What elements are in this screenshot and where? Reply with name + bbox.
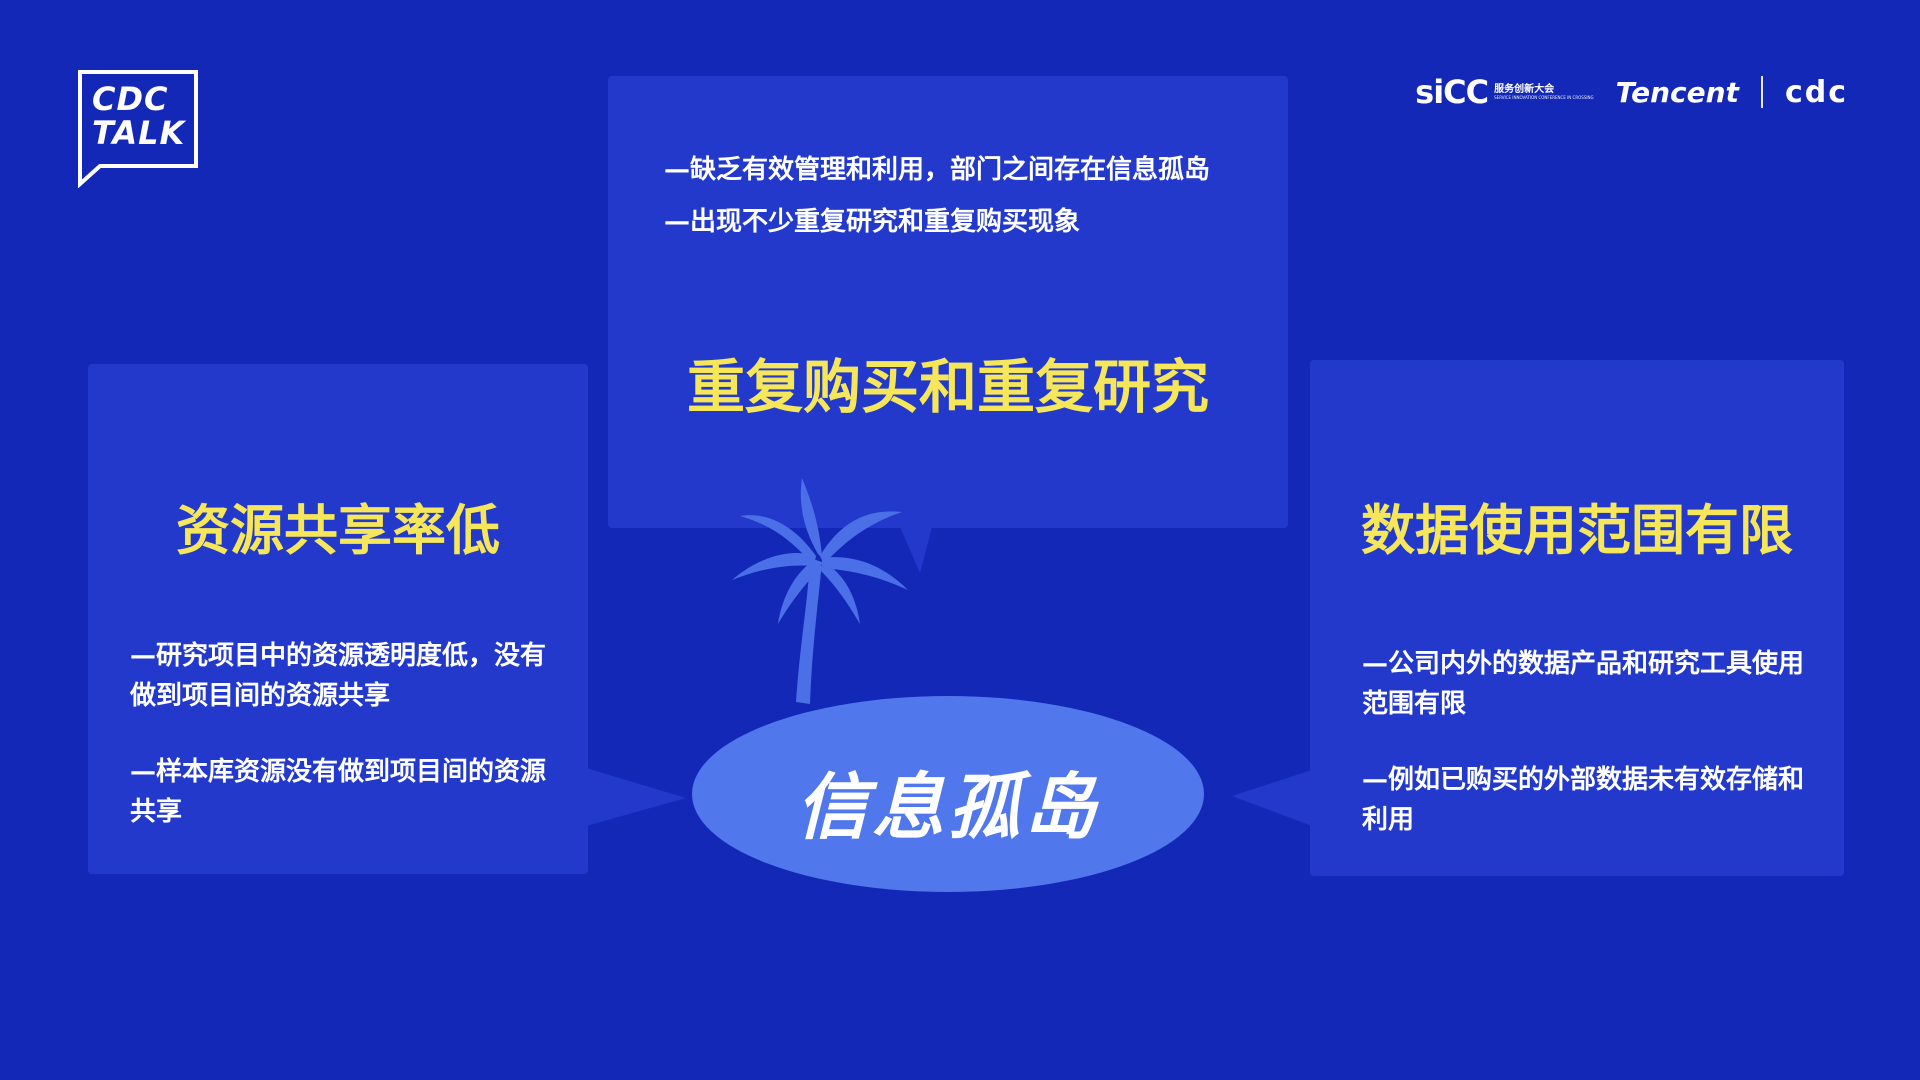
top-bullet-1: —缺乏有效管理和利用，部门之间存在信息孤岛: [664, 155, 1211, 185]
left-bullet-2: —样本库资源没有做到项目间的资源共享: [130, 757, 547, 827]
left-bullet-1: —研究项目中的资源透明度低，没有做到项目间的资源共享: [130, 641, 547, 711]
left-panel-pointer: [586, 768, 686, 826]
left-panel-title: 资源共享率低: [176, 499, 500, 562]
island-label: 信息孤岛: [795, 765, 1100, 849]
sicc-logo: siCC 服务创新大会 SERVICE INNOVATION CONFERENC…: [1415, 73, 1593, 111]
logo-divider: [1760, 76, 1763, 108]
right-bullet-2: —例如已购买的外部数据未有效存储和利用: [1362, 765, 1805, 835]
island-ellipse: [692, 696, 1204, 892]
sicc-cn: 服务创新大会: [1494, 83, 1555, 95]
left-panel: [88, 364, 588, 874]
cdc-logo: cdc: [1784, 74, 1848, 110]
partner-logos: siCC 服务创新大会 SERVICE INNOVATION CONFERENC…: [1415, 72, 1848, 112]
top-panel-pointer: [900, 527, 932, 573]
speech-bubble-icon: [78, 70, 198, 189]
logo-text: CDC TALK: [92, 80, 186, 152]
right-panel-title: 数据使用范围有限: [1361, 499, 1793, 562]
cdc-talk-logo: CDC TALK: [78, 70, 198, 189]
sicc-en: SERVICE INNOVATION CONFERENCE IN CROSSIN…: [1494, 94, 1594, 100]
right-panel-pointer: [1232, 770, 1312, 826]
right-bullet-1: —公司内外的数据产品和研究工具使用范围有限: [1362, 649, 1805, 719]
top-panel-title: 重复购买和重复研究: [686, 353, 1209, 421]
sicc-subtitle: 服务创新大会 SERVICE INNOVATION CONFERENCE IN …: [1494, 83, 1594, 100]
top-panel: [608, 76, 1288, 528]
tencent-logo: Tencent: [1615, 75, 1739, 109]
right-panel: [1310, 360, 1844, 876]
sicc-mark: siCC: [1415, 73, 1489, 111]
palm-tree-icon: [732, 478, 908, 704]
top-bullet-2: —出现不少重复研究和重复购买现象: [664, 207, 1081, 237]
